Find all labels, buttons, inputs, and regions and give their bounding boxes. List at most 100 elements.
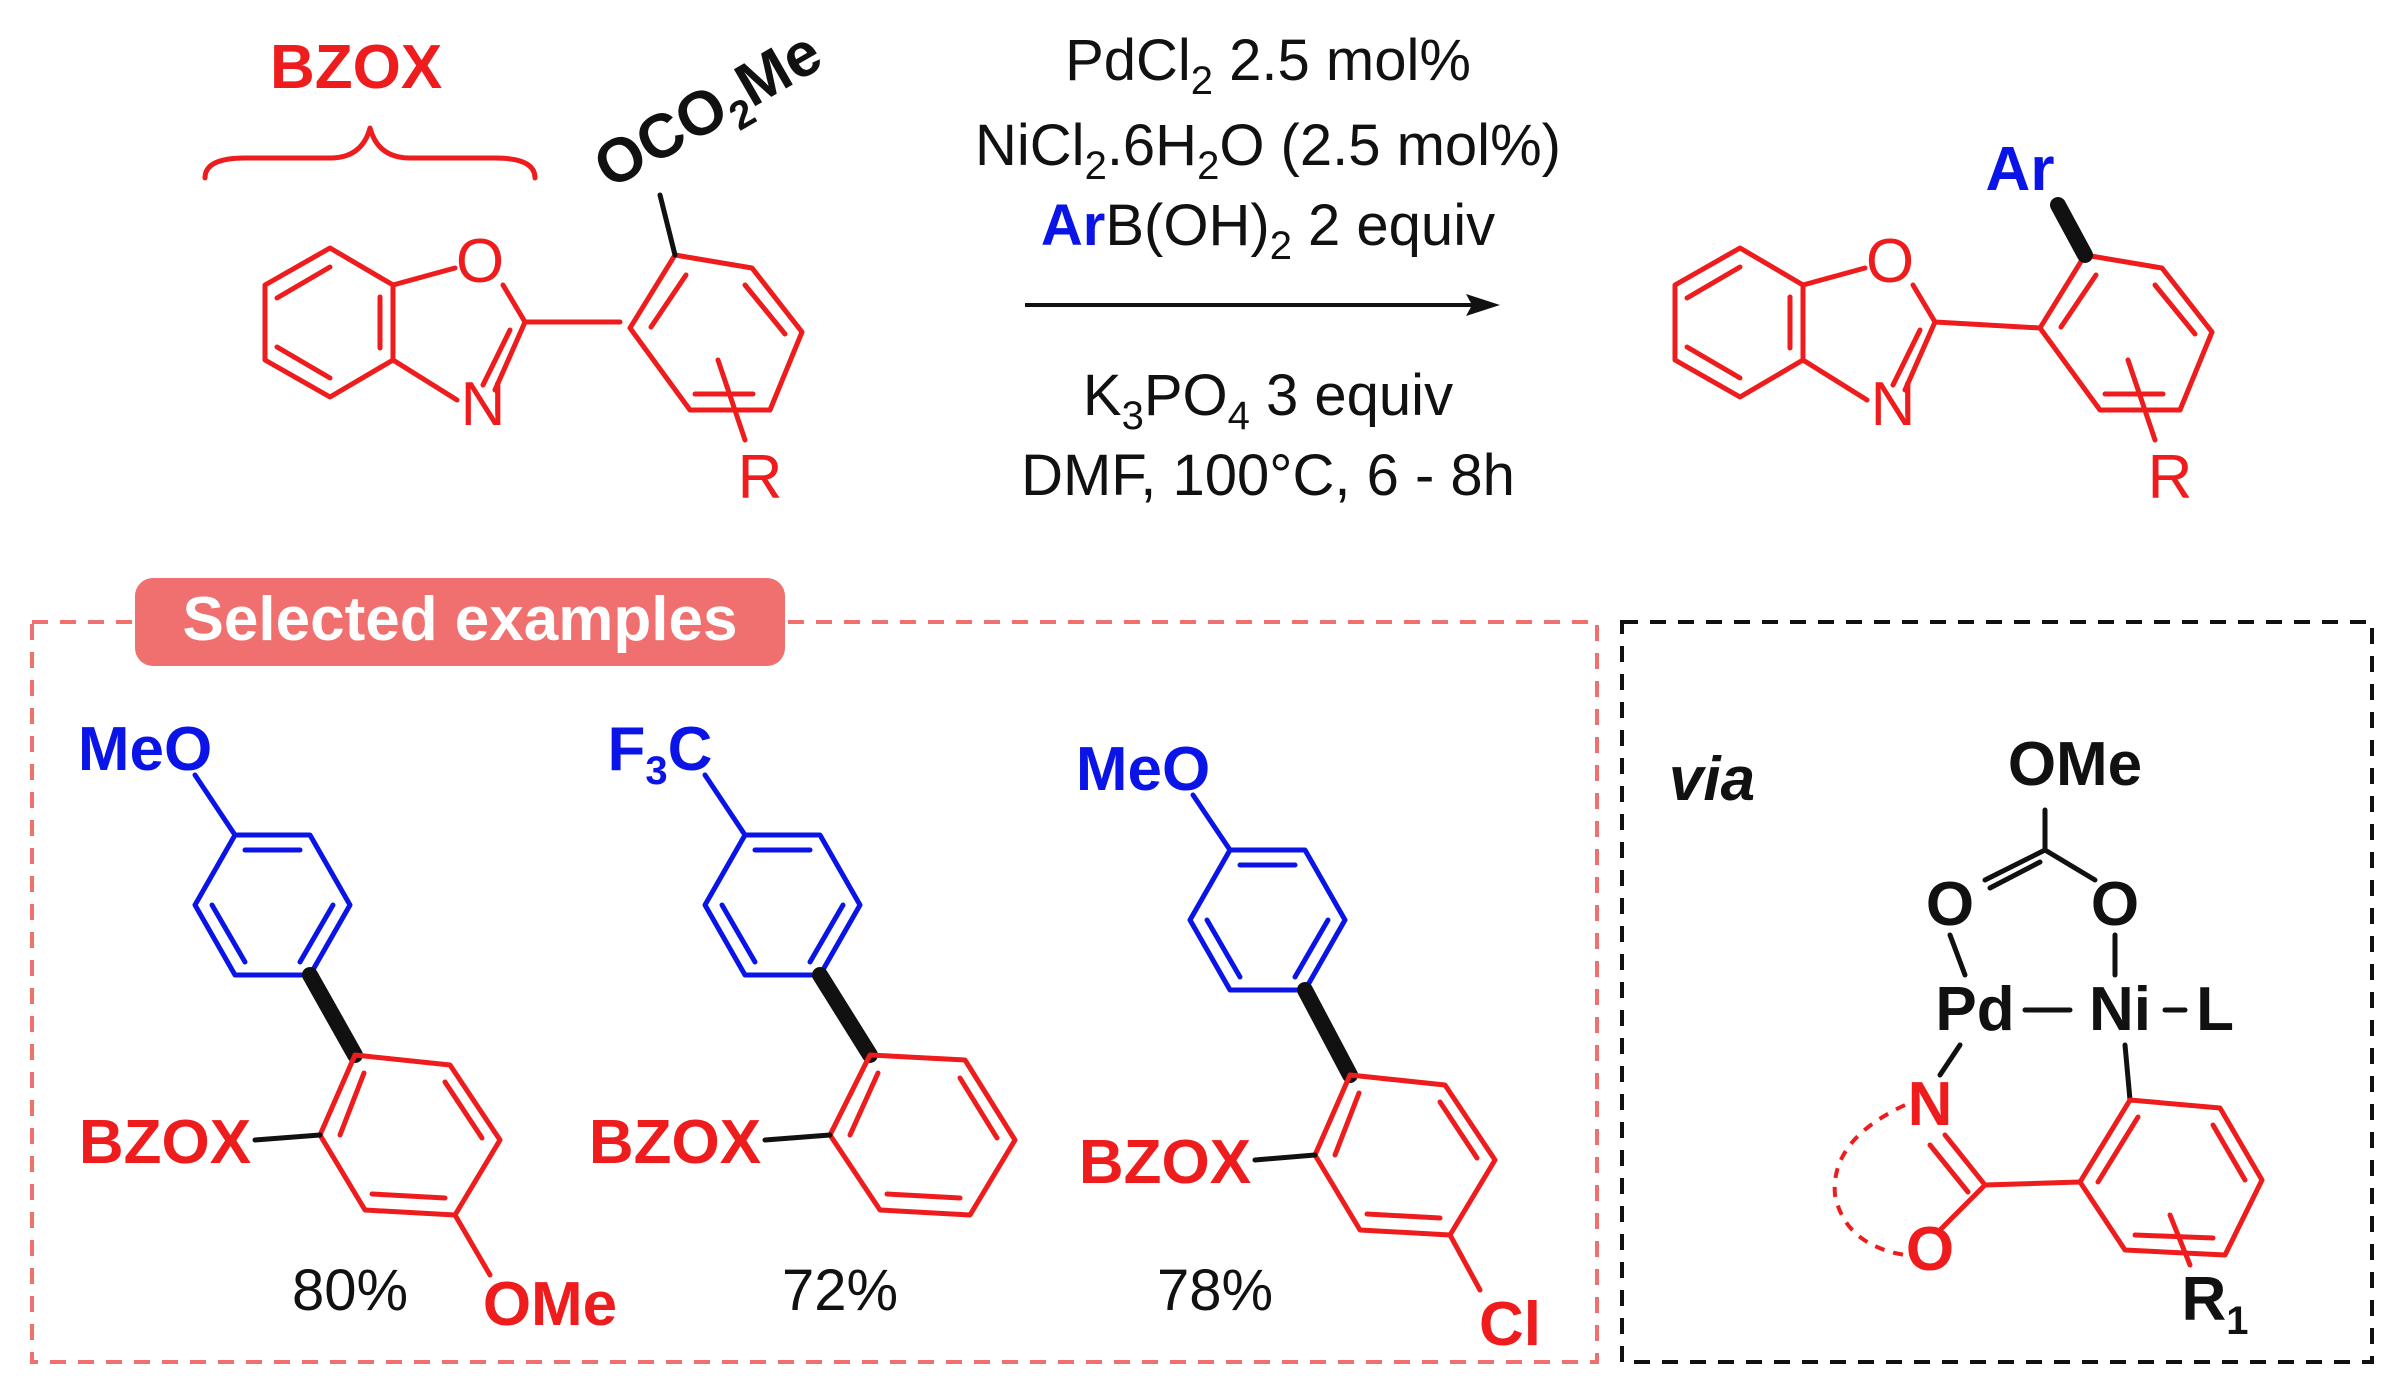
ring-inner-bond [1437,1099,1480,1161]
nickel-label: Ni [2089,975,2151,1044]
examples-dashed-border [30,620,1599,1364]
ring-inner-bond [369,1191,448,1201]
benzoxazolyl-aryl-ring [317,1052,503,1218]
pd-n-bond [1937,1042,1963,1078]
ring-inner-bond [1364,1211,1443,1221]
reactant-molecule: BZOX O N OCO2Me R [202,18,838,512]
oxazole-bond [1800,265,1868,288]
nitrogen-label: N [1908,1070,1953,1139]
benzoxazolyl-aryl-ring [1312,1072,1498,1238]
oxygen-bottom-label: O [1906,1215,1954,1284]
ring-inner-bond [337,1070,367,1138]
via-label: via [1669,745,1755,814]
ring-inner-bond [1332,1090,1362,1158]
methoxy-bottom-label: OMe [483,1270,617,1339]
selected-examples-panel: Selected examples MeO BZOX OMe 80% F3C [30,578,1599,1364]
ester-bond [657,192,678,258]
o-pd-bond [1947,932,1968,978]
bzox-label: BZOX [79,1108,251,1177]
r-bond [715,357,748,443]
aryl-link-bond [1982,1179,2083,1188]
methoxy-top-label: MeO [78,715,212,784]
chloro-bond [1447,1232,1483,1293]
example-1: MeO BZOX OMe 80% [78,715,617,1339]
benzo-inner-bond [1684,344,1743,381]
condition-line-3: ArB(OH)2 2 equiv [1041,193,1495,268]
cf3-aryl-ring [702,832,863,978]
mechanism-aryl-ring [2077,1097,2265,1258]
ring-inner-bond [297,902,336,965]
aryl-inner-bond [2058,272,2099,330]
benzo-inner-bond [274,264,333,301]
oxazole-double-bond [1890,327,1923,388]
biaryl-bond [302,967,363,1063]
ar-label: Ar [1986,135,2055,204]
r1-bond [2167,1212,2193,1268]
ring-inner-bond [719,902,758,965]
bzox-label: BZOX [589,1108,761,1177]
benzoxazolyl-aryl-ring [827,1052,1018,1218]
ring-nitrogen-label: N [461,370,506,439]
reaction-conditions: PdCl2 2.5 mol% NiCl2.6H2O (2.5 mol%) ArB… [975,28,1561,508]
condition-line-2: NiCl2.6H2O (2.5 mol%) [975,113,1561,188]
carbonate-double-bond [1987,859,2043,891]
oxazole-double-bond [480,327,513,388]
methoxy-bond [192,772,238,838]
bzox-bond [1252,1152,1318,1163]
trifluoromethyl-label: F3C [608,715,713,793]
cf3-bond [702,772,748,838]
bzox-bond [252,1132,323,1143]
mechanism-panel: via OMe O O Pd Ni L N O R1 [1620,620,2374,1364]
biaryl-bond [1297,982,1358,1083]
ligand-label: L [2196,975,2234,1044]
benzo-inner-bond [274,344,333,381]
biaryl-bond [812,967,878,1063]
oxazole-bond [1910,282,1938,325]
ring-inner-bond [884,1191,963,1201]
c-o-bond [1937,1182,1988,1233]
ring-oxygen-label: O [1866,227,1914,296]
anisyl-ring [1187,847,1348,993]
methoxy-bond [1190,792,1233,853]
c-n-double-bond [1942,1132,1988,1188]
oxazole-arc [1832,1103,1906,1257]
oxazole-bond [500,282,528,325]
bzox-label: BZOX [270,33,442,102]
carbonate-c-o-bond [1982,847,2048,883]
ring-inner-bond [1292,917,1331,980]
anisyl-ring [192,832,353,978]
reaction-arrowhead [1466,294,1500,316]
examples-title: Selected examples [183,585,738,654]
carbonate-c-o-bond [2042,847,2098,883]
product-molecule: O N Ar R [1672,135,2215,512]
c-n-double-bond [1927,1142,1971,1195]
ring-inner-bond [2095,1114,2141,1185]
r-bond [2125,357,2158,443]
aryl-ring [2037,252,2215,413]
methoxy-label: OMe [2008,730,2142,799]
example-3: MeO BZOX Cl 78% [1076,735,1541,1359]
ni-c-bond [2122,1042,2133,1103]
aryl-inner-bond [2152,282,2198,337]
oxazole-bond [1902,319,1938,393]
ring-inner-bond [2210,1122,2248,1183]
condition-line-5: DMF, 100°C, 6 - 8h [1021,443,1515,508]
ring-inner-bond [957,1075,1000,1141]
oxazole-bond [1800,357,1870,403]
oxygen-left-label: O [1926,870,1974,939]
oxazole-bond [390,357,460,403]
benzo-inner-bond [1684,264,1743,301]
condition-line-1: PdCl2 2.5 mol% [1065,28,1471,103]
bzox-label: BZOX [1079,1128,1251,1197]
aryl-bold-bond [2050,197,2093,263]
examples-badge [135,578,785,666]
oxazole-bond [390,265,458,288]
carbonate-label: OCO2Me [583,18,838,210]
aryl-ring [627,252,805,413]
r-substituent-label: R [2148,443,2193,512]
ring-inner-bond [2132,1232,2216,1241]
aryl-inner-bond [742,282,788,337]
example-2: F3C BZOX 72% [589,715,1018,1323]
ring-inner-bond [1204,917,1243,980]
